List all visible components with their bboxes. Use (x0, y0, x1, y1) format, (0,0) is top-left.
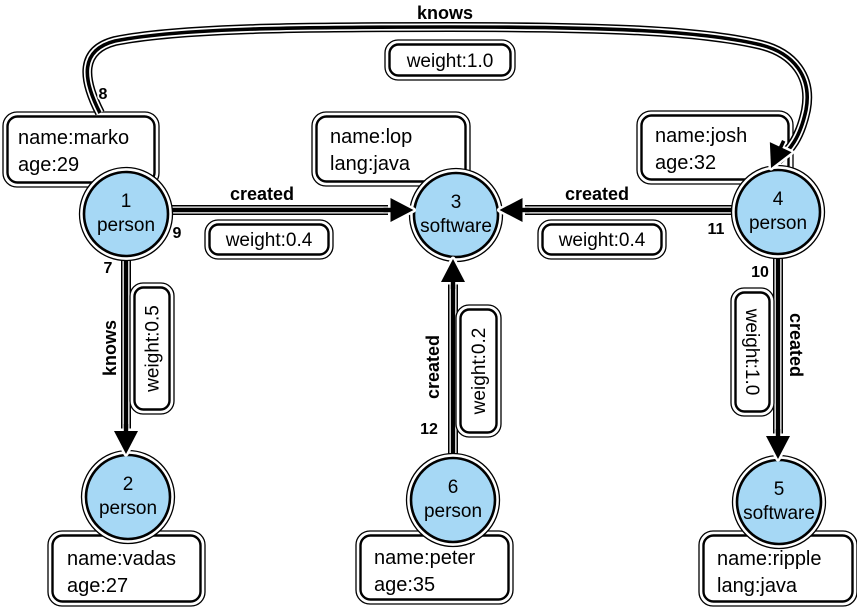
edge-12-label: created (423, 335, 443, 399)
vertex-3-id: 3 (451, 192, 462, 213)
vertex-1-label: person (97, 215, 155, 236)
edge-10-weight-box: weight:1.0 (730, 287, 775, 417)
arrowhead-icon (766, 436, 790, 459)
arrowhead-icon (499, 198, 523, 222)
edge-9-arrowhead (383, 195, 416, 225)
edge-8-id: 8 (99, 86, 108, 103)
vertex-5-properties-box: name:ripple lang:java (698, 530, 857, 607)
property-line: name:vadas (67, 548, 176, 570)
edge-12-weight-box: weight:0.2 (455, 304, 502, 438)
vertex-5-id: 5 (774, 479, 785, 500)
property-line: age:29 (18, 154, 79, 176)
edge-11-id: 11 (708, 221, 725, 238)
box-border (6, 115, 156, 184)
vertex-3-label: software (420, 216, 492, 237)
property-line: age:27 (67, 575, 128, 597)
vertex-3: 3 software (408, 167, 504, 263)
vertex-6: 6 person (405, 452, 501, 548)
edge-8-label: knows (417, 3, 473, 23)
edge-7-id: 7 (104, 260, 113, 277)
edge-10-id: 10 (751, 264, 769, 281)
vertex-1-circle (82, 170, 170, 258)
property-line: lang:java (330, 153, 411, 175)
vertex-6-label: person (424, 501, 482, 522)
edge-10-arrowhead (763, 429, 793, 462)
vertex-3-circle (412, 171, 500, 259)
property-line: age:32 (655, 152, 716, 174)
edge-9-id: 9 (173, 225, 182, 242)
vertex-1-properties-box: name:marko age:29 (2, 111, 160, 188)
vertex-6-properties-box: name:peter age:35 (355, 530, 514, 605)
edge-8-path (82, 21, 813, 164)
edge-7-weight: weight:0.5 (143, 305, 164, 393)
edge-9-label: created (230, 184, 294, 204)
vertex-6-circle (409, 456, 497, 544)
vertex-1-id: 1 (121, 191, 132, 212)
vertex-2-circle (84, 453, 172, 541)
vertex-4: 4 person (730, 164, 826, 260)
property-line: name:peter (374, 547, 476, 569)
vertex-6-id: 6 (448, 477, 459, 498)
property-line: lang:java (717, 575, 798, 597)
edge-12-id: 12 (420, 421, 438, 438)
vertex-4-properties-box: name:josh age:32 (636, 110, 794, 185)
edge-10-label: created (786, 313, 806, 377)
vertex-2: 2 person (80, 449, 176, 545)
arrowhead-icon (390, 198, 414, 222)
arrowhead-icon (441, 259, 465, 282)
vertex-5-circle (735, 458, 823, 546)
edge-9-weight-box: weight:0.4 (204, 219, 334, 260)
vertex-4-id: 4 (773, 189, 784, 210)
box-border (541, 223, 663, 256)
vertex-2-properties-box: name:vadas age:27 (47, 530, 206, 607)
edge-11-weight: weight:0.4 (558, 230, 646, 251)
vertex-4-circle (734, 168, 822, 256)
arrowhead-icon (114, 431, 138, 454)
vertex-2-id: 2 (123, 474, 134, 495)
edge-line (85, 25, 809, 162)
vertex-2-label: person (99, 498, 157, 519)
property-line: name:marko (18, 127, 129, 149)
vertex-5-label: software (743, 503, 815, 524)
box-border (459, 308, 498, 434)
vertex-4-label: person (749, 213, 807, 234)
edge-10-weight: weight:1.0 (741, 308, 762, 396)
vertex-1: 1 person (78, 166, 174, 262)
edge-11-label: created (565, 184, 629, 204)
property-line: name:ripple (717, 548, 822, 570)
edge-7-weight-box: weight:0.5 (129, 282, 175, 415)
edge-7-label: knows (100, 320, 120, 376)
edge-11-arrowhead (497, 195, 530, 225)
edge-12-weight: weight:0.2 (469, 328, 490, 416)
vertex-3-properties-box: name:lop lang:java (311, 111, 471, 187)
box-border (388, 43, 512, 77)
edge-8-weight-box: weight:1.0 (384, 39, 516, 81)
edge-7-arrowhead (111, 424, 141, 457)
vertex-5: 5 software (731, 454, 827, 550)
box-border (208, 223, 330, 256)
edge-9-weight: weight:0.4 (225, 230, 313, 251)
property-line: name:lop (330, 126, 412, 148)
box-border (315, 115, 467, 183)
edge-8-weight: weight:1.0 (406, 51, 494, 72)
box-border (133, 286, 171, 411)
property-line: name:josh (655, 125, 747, 147)
edge-8-arrowhead (767, 139, 795, 171)
arrowhead-icon (769, 142, 792, 168)
box-border (734, 291, 771, 413)
edge-11-weight-box: weight:0.4 (537, 219, 667, 260)
edge-12-arrowhead (438, 256, 468, 289)
property-line: age:35 (374, 574, 435, 596)
